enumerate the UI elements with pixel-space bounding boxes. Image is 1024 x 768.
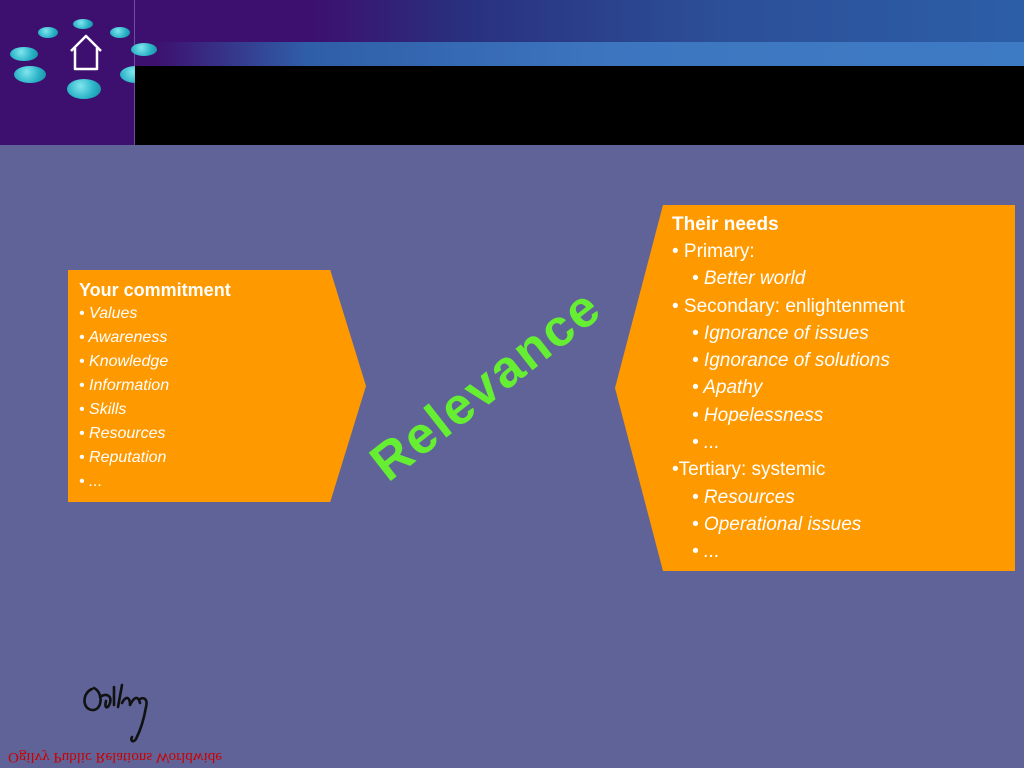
header-title-bar	[135, 66, 1024, 145]
dot-decoration	[14, 66, 46, 83]
commitment-title: Your commitment	[79, 280, 231, 300]
home-icon[interactable]	[68, 33, 104, 73]
dot-decoration	[73, 19, 93, 29]
dot-decoration	[10, 47, 38, 61]
commitment-item: • Resources	[79, 425, 166, 442]
commitment-item: • Awareness	[79, 329, 168, 346]
needs-item: • ...	[692, 432, 720, 454]
needs-item: • Better world	[692, 268, 806, 290]
needs-item: • Resources	[692, 486, 795, 508]
needs-box: Their needs • Primary: • Better world • Se…	[615, 205, 1015, 571]
commitment-item: • Reputation	[79, 449, 167, 466]
dot-decoration	[110, 27, 130, 38]
relevance-label: Relevance	[359, 277, 613, 493]
header-blue-band	[0, 42, 1024, 66]
needs-item: • Secondary: enlightenment	[672, 295, 905, 317]
needs-item: •Tertiary: systemic	[672, 459, 826, 481]
commitment-item: • Skills	[79, 401, 127, 418]
needs-item: • Ignorance of solutions	[692, 350, 890, 372]
ogilvy-signature-logo	[83, 683, 148, 743]
header-gradient-band	[0, 0, 1024, 42]
slide-header	[0, 0, 1024, 145]
commitment-list: • Values • Awareness • Knowledge • Infor…	[79, 302, 231, 494]
commitment-item: • Information	[79, 377, 170, 394]
needs-item: • Apathy	[692, 377, 763, 399]
header-corner-panel	[0, 0, 157, 145]
needs-item: • Hopelessness	[692, 404, 824, 426]
needs-item: • ...	[692, 541, 720, 563]
commitment-item: • Values	[79, 305, 138, 322]
needs-item: • Operational issues	[692, 513, 862, 535]
dot-decoration	[38, 27, 58, 38]
needs-list: • Primary: • Better world • Secondary: enl…	[672, 238, 905, 566]
dot-decoration	[67, 79, 101, 99]
needs-item: • Ignorance of issues	[692, 322, 869, 344]
commitment-item: • ...	[79, 473, 103, 490]
dot-decoration	[131, 43, 157, 56]
needs-title: Their needs	[672, 214, 779, 235]
needs-item: • Primary:	[672, 241, 755, 262]
commitment-box: Your commitment • Values • Awareness • K…	[68, 270, 366, 502]
company-tagline: Ogilvy Public Relations Worldwide	[8, 749, 222, 765]
commitment-item: • Knowledge	[79, 353, 169, 370]
